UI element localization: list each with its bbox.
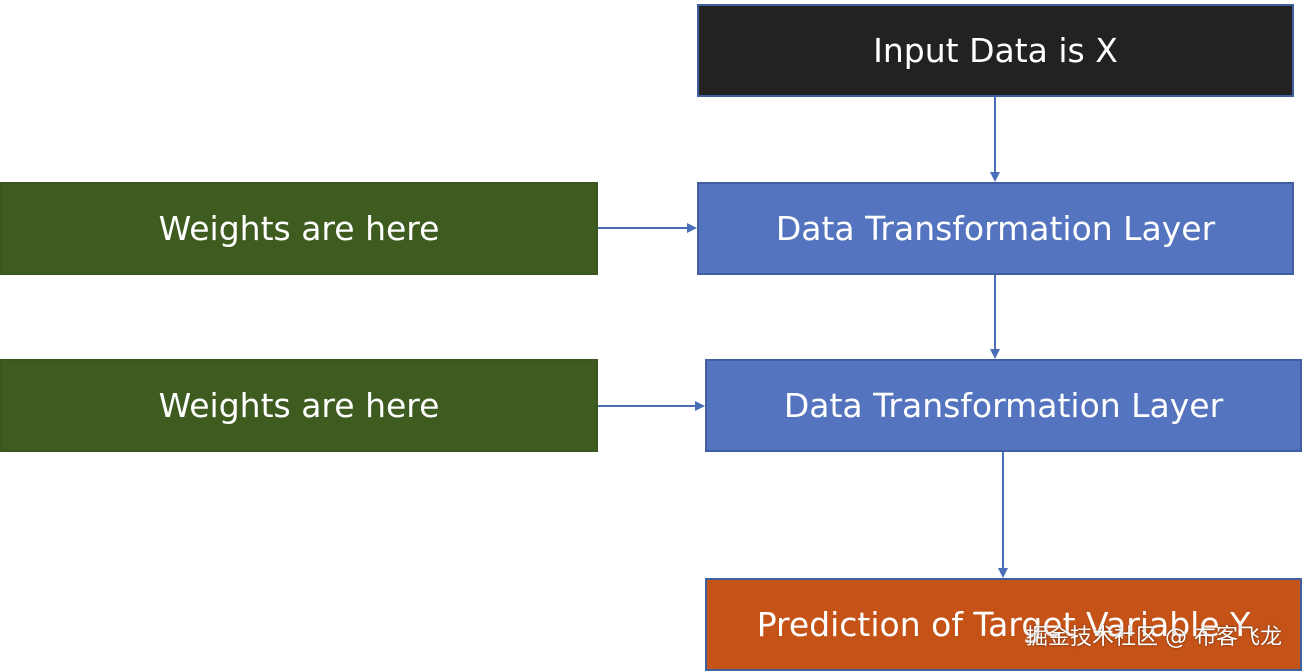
transformation-layer-label-1: Data Transformation Layer — [775, 209, 1216, 248]
transformation-layer-node-2: Data Transformation Layer — [705, 359, 1302, 452]
input-data-node: Input Data is X — [697, 4, 1294, 97]
prediction-output-label: Prediction of Target Variable Y — [756, 605, 1251, 644]
input-data-label: Input Data is X — [873, 31, 1118, 70]
transformation-layer-label-2: Data Transformation Layer — [783, 386, 1224, 425]
watermark-text: 掘金技术社区 @ 布客飞龙 — [1026, 625, 1282, 650]
prediction-output-node: Prediction of Target Variable Y — [705, 578, 1302, 671]
weights-label-2: Weights are here — [158, 386, 440, 425]
weights-node-2: Weights are here — [0, 359, 598, 452]
transformation-layer-node-1: Data Transformation Layer — [697, 182, 1294, 275]
weights-label-1: Weights are here — [158, 209, 440, 248]
weights-node-1: Weights are here — [0, 182, 598, 275]
